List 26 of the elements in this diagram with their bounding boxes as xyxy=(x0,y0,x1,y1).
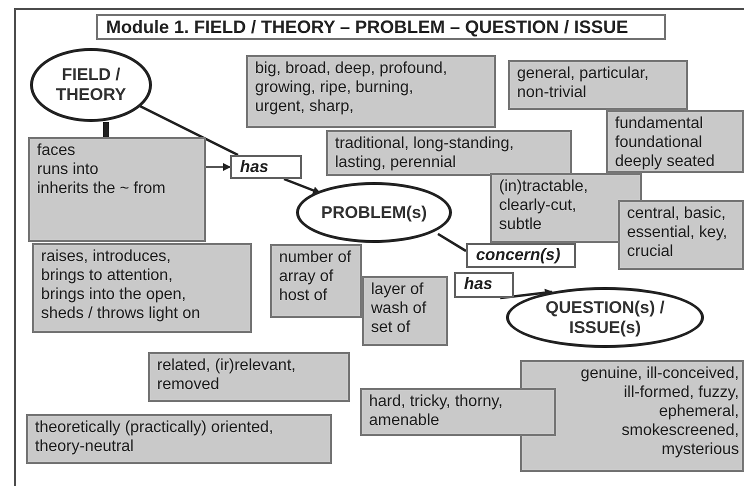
relation-box: has xyxy=(230,155,302,179)
word-box: layer of wash of set of xyxy=(362,276,448,346)
word-box: traditional, long-standing, lasting, perennial xyxy=(326,130,572,176)
word-box: big, broad, deep, profound, growing, ripe, burning, urgent, sharp, xyxy=(246,55,496,128)
word-box: theoretically (practically) oriented, theory-neutral xyxy=(26,414,332,464)
word-box: faces runs into inherits the ~ from xyxy=(28,137,206,242)
concept-ellipse: PROBLEM(s) xyxy=(296,182,452,243)
word-box: raises, introduces, brings to attention, brings into the open, sheds / throws light on xyxy=(32,243,252,333)
relation-box: concern(s) xyxy=(466,243,576,268)
title: Module 1. FIELD / THEORY – PROBLEM – QUESTION / ISSUE xyxy=(96,14,666,40)
connector-line xyxy=(139,104,239,156)
word-box: number of array of host of xyxy=(270,244,362,318)
word-box: fundamental foundational deeply seated xyxy=(606,110,744,173)
connector-line xyxy=(437,232,467,252)
relation-box: has xyxy=(454,272,514,298)
concept-ellipse: FIELD / THEORY xyxy=(30,48,152,122)
concept-ellipse: QUESTION(s) / ISSUE(s) xyxy=(506,287,704,348)
word-box: hard, tricky, thorny, amenable xyxy=(360,388,556,436)
word-box: general, particular, non-trivial xyxy=(508,60,688,110)
word-box: genuine, ill-conceived, ill-formed, fuzzy, ephemeral, smokescreened, mysterious xyxy=(520,360,744,472)
connector-line xyxy=(102,122,109,138)
arrow xyxy=(206,163,231,171)
arrow xyxy=(284,178,321,194)
word-box: related, (ir)relevant, removed xyxy=(148,352,350,402)
arrow xyxy=(500,288,553,300)
word-box: central, basic, essential, key, crucial xyxy=(618,200,744,270)
